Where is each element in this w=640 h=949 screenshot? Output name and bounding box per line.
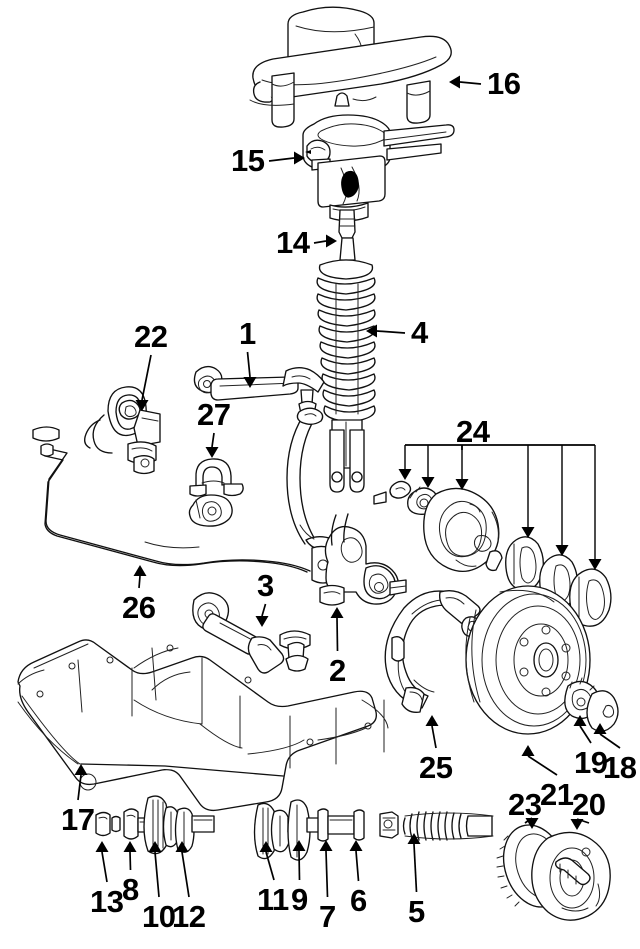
callout-number-4: 4 [411, 315, 428, 350]
callout-number-26: 26 [122, 590, 156, 625]
callout-leader-5 [407, 833, 421, 893]
callout-number-11: 11 [257, 882, 289, 917]
part-brake-dust-shield [384, 590, 482, 713]
part-stabilizer-bushing [188, 494, 233, 527]
callout-leader-27 [205, 432, 219, 458]
callout-leader-8 [123, 841, 137, 871]
callout-leader-14 [313, 234, 337, 248]
callout-number-19: 19 [574, 745, 608, 780]
callout-leader-25 [425, 715, 439, 749]
part-lower-control-arm [192, 592, 311, 674]
callout-number-15: 15 [231, 143, 265, 178]
part-strut-rod [338, 209, 356, 261]
callout-number-27: 27 [197, 397, 231, 432]
part-strut-mount-upper [249, 6, 452, 128]
callout-number-7: 7 [319, 899, 336, 934]
callout-leader-12 [175, 841, 190, 898]
callout-leaders [74, 75, 621, 898]
callout-number-8: 8 [122, 872, 139, 907]
callout-leader-6 [349, 840, 363, 882]
callout-leader-19 [573, 715, 592, 744]
part-front-wheel-hub [531, 831, 611, 921]
callout-leader-26 [133, 565, 147, 589]
callout-leader-9 [292, 840, 306, 881]
part-steering-knuckle [319, 513, 407, 606]
callout-number-2: 2 [329, 653, 346, 688]
callout-number-5: 5 [408, 894, 425, 929]
part-brake-rotor-disc [465, 585, 591, 735]
callout-leader-17 [74, 764, 88, 801]
callout-number-12: 12 [172, 899, 206, 934]
callout-leader-2 [330, 607, 344, 652]
callout-leader-16 [449, 75, 482, 89]
callout-number-18: 18 [603, 750, 637, 785]
part-stabilizer-link [32, 386, 161, 475]
part-stabilizer-bar-bracket [189, 458, 244, 497]
callout-leader-10 [148, 841, 162, 898]
callout-number-1: 1 [239, 316, 256, 351]
part-stabilizer-bar [40, 443, 311, 573]
callout-leader-11 [259, 841, 275, 881]
callout-leader-20 [570, 818, 590, 830]
callout-number-23: 23 [508, 787, 542, 822]
callout-leader-13 [95, 841, 109, 883]
callout-number-13: 13 [90, 884, 124, 919]
callout-leader-23 [524, 817, 539, 829]
callout-leader-15 [268, 151, 305, 165]
callout-number-9: 9 [291, 882, 308, 917]
callout-number-6: 6 [350, 883, 367, 918]
part-strut-upper-bracket [302, 114, 455, 222]
callout-leader-7 [319, 840, 333, 898]
callout-number-25: 25 [419, 750, 453, 785]
callout-leader-24-branches [398, 444, 602, 570]
callout-number-24: 24 [456, 414, 490, 449]
callout-number-22: 22 [134, 319, 168, 354]
callout-leader-18 [593, 723, 621, 749]
callout-leader-21 [521, 745, 558, 776]
part-row-left-hardware [95, 795, 215, 855]
callout-number-3: 3 [257, 568, 274, 603]
callout-number-20: 20 [572, 787, 606, 822]
part-dust-cap [586, 690, 619, 732]
callout-number-10: 10 [142, 899, 176, 934]
callout-leader-3 [255, 603, 269, 627]
part-front-suspension-crossmember [17, 639, 389, 812]
part-bearing-kit-components [373, 480, 612, 627]
callout-leader-4 [366, 324, 406, 338]
callout-number-14: 14 [276, 225, 310, 260]
callout-leader-22 [135, 354, 152, 411]
callout-number-16: 16 [487, 66, 521, 101]
callout-number-21: 21 [540, 777, 574, 812]
callout-number-17: 17 [61, 802, 95, 837]
callout-leader-1 [243, 351, 257, 388]
part-row-right-hardware [253, 799, 494, 861]
part-coil-spring [316, 259, 376, 493]
